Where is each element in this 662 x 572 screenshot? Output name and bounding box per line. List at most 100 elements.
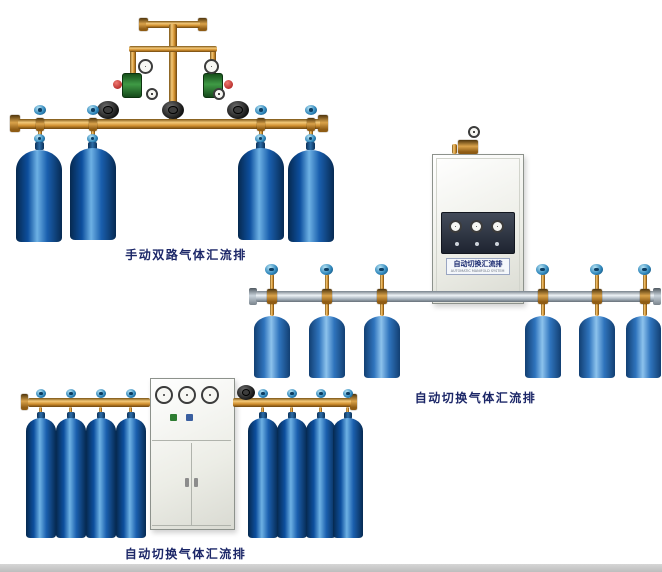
gas-cylinder <box>254 316 290 378</box>
page-bottom-border <box>0 564 662 572</box>
figure-caption: 自动切换气体汇流排 <box>124 547 247 561</box>
pressure-gauge <box>470 220 483 233</box>
valve-wheel <box>66 389 76 398</box>
manifold-tee <box>538 289 548 304</box>
gas-manifold-pipe <box>233 398 351 407</box>
gas-cylinder <box>16 150 62 242</box>
gas-cylinder <box>86 418 116 538</box>
gas-cylinder <box>70 148 116 240</box>
cylinder-neck <box>97 412 105 419</box>
valve-wheel <box>375 264 388 275</box>
gas-cylinder <box>333 418 363 538</box>
cylinder-neck <box>288 412 296 419</box>
cabinet-top-regulator <box>458 140 478 154</box>
manifold-end-cap <box>653 288 661 305</box>
cabinet-door-split <box>191 443 192 526</box>
indicator-light <box>170 414 177 421</box>
riser-pipe <box>380 274 384 290</box>
valve-wheel <box>87 105 99 115</box>
door-handle <box>185 478 189 487</box>
cylinder-pigtail-pipe <box>270 302 274 316</box>
manifold-end-cap <box>350 394 357 410</box>
cylinder-neck <box>127 412 135 419</box>
valve-wheel <box>36 389 46 398</box>
gas-cylinder <box>277 418 307 538</box>
cabinet-nameplate: 自动切换汇流排 AUTOMATIC MANIFOLD SYSTEM <box>446 258 510 275</box>
pressure-gauge <box>138 59 153 74</box>
gas-manifold-pipe <box>18 119 320 129</box>
riser-pipe <box>325 274 329 290</box>
indicator-light <box>495 242 499 246</box>
gas-cylinder <box>238 148 284 240</box>
cabinet-divider <box>152 440 231 441</box>
gas-manifold-pipe <box>28 398 150 407</box>
adjust-knob <box>224 80 233 89</box>
cylinder-neck <box>67 412 75 419</box>
valve-wheel <box>316 389 326 398</box>
cylinder-valve-wheel <box>255 134 266 143</box>
regulator-drop-pipe <box>130 50 136 74</box>
pressure-gauge <box>155 386 173 404</box>
manifold-tee <box>89 118 97 131</box>
manifold-tee <box>36 118 44 131</box>
valve-wheel <box>287 389 297 398</box>
valve-wheel <box>258 389 268 398</box>
cylinder-pigtail-pipe <box>595 302 599 316</box>
manifold-end-cap <box>21 394 28 410</box>
manifold-tee <box>307 118 315 131</box>
gas-cylinder <box>306 418 336 538</box>
cabinet-top-pipe <box>452 144 457 154</box>
adjust-knob <box>113 80 122 89</box>
valve-wheel <box>320 264 333 275</box>
gas-cylinder <box>248 418 278 538</box>
pressure-gauge <box>204 59 219 74</box>
cylinder-neck <box>37 412 45 419</box>
gas-cylinder <box>26 418 56 538</box>
pressure-gauge <box>201 386 219 404</box>
gas-manifold-pipe <box>256 291 654 302</box>
valve-wheel <box>638 264 651 275</box>
manifold-tee <box>377 289 387 304</box>
door-handle <box>194 478 198 487</box>
manifold-end-cap <box>318 115 328 132</box>
manifold-tee <box>640 289 650 304</box>
pipe-end-cap <box>198 18 207 31</box>
cylinder-neck <box>256 142 265 150</box>
regulator-cross-pipe <box>129 46 217 52</box>
cylinder-neck <box>306 142 315 150</box>
gas-cylinder <box>288 150 334 242</box>
manifold-tee <box>257 118 265 131</box>
gas-cylinder <box>56 418 86 538</box>
valve-wheel <box>343 389 353 398</box>
gas-cylinder <box>116 418 146 538</box>
pressure-gauge <box>146 88 158 100</box>
cylinder-pigtail-pipe <box>380 302 384 316</box>
riser-pipe <box>270 274 274 290</box>
valve-handwheel <box>227 101 249 119</box>
valve-wheel <box>126 389 136 398</box>
figure-caption: 自动切换气体汇流排 <box>414 391 537 405</box>
manifold-end-cap <box>10 115 20 132</box>
pressure-gauge <box>213 88 225 100</box>
cylinder-pigtail-pipe <box>541 302 545 316</box>
cylinder-neck <box>259 412 267 419</box>
gas-cylinder <box>364 316 400 378</box>
cylinder-neck <box>317 412 325 419</box>
valve-wheel <box>536 264 549 275</box>
riser-pipe <box>595 274 599 290</box>
gas-cylinder <box>626 316 661 378</box>
cylinder-valve-wheel <box>34 134 45 143</box>
valve-wheel <box>265 264 278 275</box>
valve-wheel <box>305 105 317 115</box>
cylinder-neck <box>344 412 352 419</box>
center-riser-pipe <box>169 24 177 122</box>
manifold-tee <box>267 289 277 304</box>
valve-wheel <box>34 105 46 115</box>
valve-wheel <box>590 264 603 275</box>
valve-wheel <box>255 105 267 115</box>
figure-caption: 手动双路气体汇流排 <box>125 248 247 262</box>
cylinder-valve-wheel <box>87 134 98 143</box>
pressure-gauge <box>468 126 480 138</box>
cabinet-base-line <box>152 525 231 526</box>
